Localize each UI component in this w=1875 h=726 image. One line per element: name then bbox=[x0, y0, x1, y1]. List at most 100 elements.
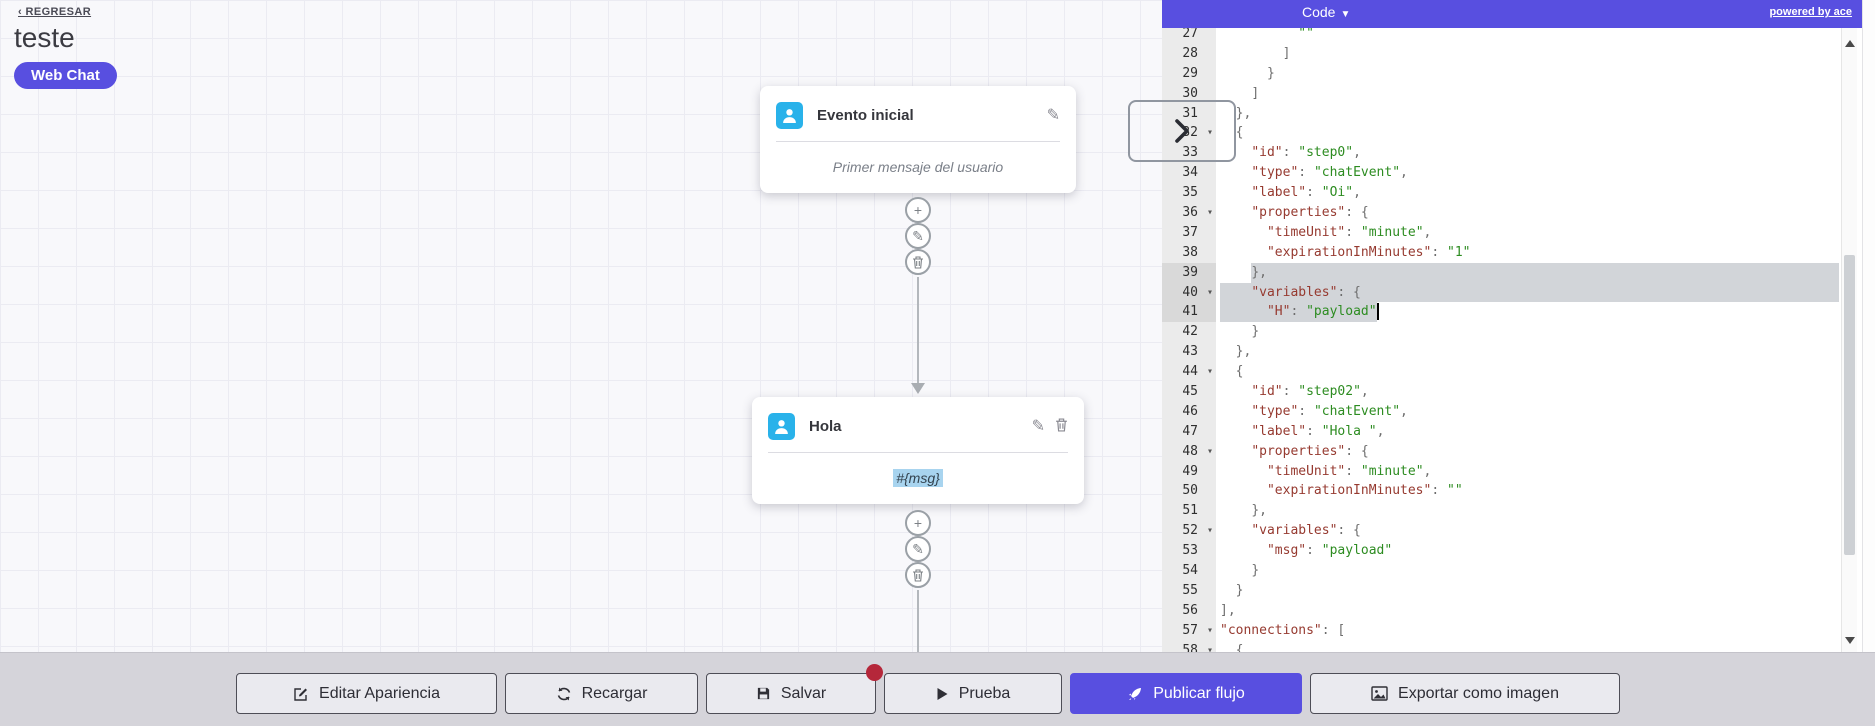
image-icon bbox=[1371, 686, 1388, 701]
button-label: Publicar flujo bbox=[1153, 684, 1245, 702]
gutter-line-number: 49 bbox=[1182, 463, 1198, 479]
code-line: { bbox=[1235, 125, 1244, 141]
fold-toggle-icon[interactable]: ▾ bbox=[1206, 644, 1213, 652]
gutter-line-number: 58▾ bbox=[1162, 641, 1216, 652]
code-line: "id": "step02", bbox=[1251, 384, 1369, 400]
editor-scrollbar[interactable] bbox=[1841, 28, 1857, 652]
variable-token: #{msg} bbox=[893, 469, 943, 487]
page-scrollbar[interactable] bbox=[1862, 0, 1875, 652]
delete-connection-button[interactable] bbox=[905, 562, 931, 588]
node-title: Hola bbox=[809, 418, 842, 435]
code-line: } bbox=[1235, 582, 1244, 598]
editor-collapse-handle[interactable] bbox=[1128, 100, 1236, 162]
gutter-line-number: 33 bbox=[1182, 145, 1198, 161]
flow-name: teste bbox=[14, 22, 75, 53]
code-line: { bbox=[1235, 642, 1244, 652]
exportar-como-imagen-button[interactable]: Exportar como imagen bbox=[1310, 673, 1620, 714]
code-line: "variables": { bbox=[1216, 282, 1841, 303]
fold-toggle-icon[interactable]: ▾ bbox=[1206, 624, 1213, 636]
text-cursor bbox=[1376, 303, 1379, 321]
text-selection bbox=[1220, 302, 1377, 323]
refresh-icon bbox=[556, 686, 572, 702]
publicar-flujo-button[interactable]: Publicar flujo bbox=[1070, 673, 1302, 714]
gutter-line-number: 29 bbox=[1182, 65, 1198, 81]
gutter-line-number: 43 bbox=[1182, 344, 1198, 360]
back-link[interactable]: ‹ REGRESAR bbox=[18, 6, 92, 18]
gutter-line-number: 50 bbox=[1182, 483, 1198, 499]
editar-apariencia-button[interactable]: Editar Apariencia bbox=[236, 673, 497, 714]
gutter-line-number: 28 bbox=[1182, 45, 1198, 61]
fold-toggle-icon[interactable]: ▾ bbox=[1206, 127, 1213, 139]
code-line: ] bbox=[1282, 45, 1291, 61]
gutter-line-number: 48▾ bbox=[1162, 442, 1216, 462]
code-line: { bbox=[1235, 364, 1244, 380]
button-label: Recargar bbox=[581, 684, 648, 702]
code-line: }, bbox=[1235, 105, 1252, 121]
code-line: "timeUnit": "minute", bbox=[1266, 463, 1432, 479]
node-title: Evento inicial bbox=[817, 107, 914, 124]
node-body-text: Primer mensaje del usuario bbox=[832, 159, 1004, 175]
flow-canvas[interactable]: ‹ REGRESAR teste Web Chat Evento inicial… bbox=[0, 0, 1162, 652]
code-line: ], bbox=[1220, 602, 1236, 618]
node-evento-inicial[interactable]: Evento inicial ✎ Primer mensaje del usua… bbox=[760, 86, 1076, 193]
code-area[interactable]: "" ] } ] }, { "id": "step0", "type": "ch… bbox=[1216, 0, 1841, 652]
play-icon bbox=[936, 687, 949, 701]
fold-toggle-icon[interactable]: ▾ bbox=[1206, 525, 1213, 537]
scroll-down-arrow-icon[interactable] bbox=[1845, 637, 1855, 644]
chevron-right-icon bbox=[1174, 119, 1189, 143]
channel-badge: Web Chat bbox=[14, 62, 117, 89]
unsaved-changes-badge bbox=[866, 664, 883, 681]
gutter-line-number: 56 bbox=[1182, 602, 1198, 618]
editor-mode-dropdown[interactable]: Code▼ bbox=[1302, 4, 1351, 20]
delete-connection-button[interactable] bbox=[905, 249, 931, 275]
gutter-line-number: 38 bbox=[1182, 244, 1198, 260]
toolbar-buttons: Editar Apariencia Recargar Salvar Prueba Pub… bbox=[236, 673, 1620, 714]
edit-connection-button[interactable]: ✎ bbox=[905, 223, 931, 249]
code-line: "expirationInMinutes": "" bbox=[1266, 483, 1463, 499]
powered-by-ace-link[interactable]: powered by ace bbox=[1769, 6, 1852, 18]
gutter-line-number: 44▾ bbox=[1162, 362, 1216, 382]
prueba-button[interactable]: Prueba bbox=[884, 673, 1062, 714]
editor-header: Code▼ powered by ace bbox=[1162, 0, 1862, 28]
recargar-button[interactable]: Recargar bbox=[505, 673, 698, 714]
code-line: ] bbox=[1251, 85, 1260, 101]
edit-connection-button[interactable]: ✎ bbox=[905, 536, 931, 562]
rocket-icon bbox=[1127, 686, 1143, 702]
scroll-up-arrow-icon[interactable] bbox=[1845, 40, 1855, 47]
chevron-down-icon: ▼ bbox=[1340, 9, 1351, 20]
node-hola[interactable]: Hola ✎ #{msg} bbox=[752, 397, 1084, 504]
edit-node-icon[interactable]: ✎ bbox=[1031, 417, 1045, 435]
salvar-button[interactable]: Salvar bbox=[706, 673, 876, 714]
node-header: Evento inicial ✎ bbox=[760, 86, 1076, 129]
button-label: Prueba bbox=[958, 684, 1011, 702]
gutter-line-number: 45 bbox=[1182, 384, 1198, 400]
node-header: Hola ✎ bbox=[752, 397, 1084, 440]
gutter-line-number: 34 bbox=[1182, 165, 1198, 181]
button-label: Salvar bbox=[780, 684, 827, 702]
divider bbox=[776, 141, 1060, 142]
code-line: "variables": { bbox=[1251, 523, 1361, 539]
gutter-line-number: 40▾ bbox=[1162, 282, 1216, 303]
code-line: "expirationInMinutes": "1" bbox=[1266, 244, 1471, 260]
edit-node-icon[interactable]: ✎ bbox=[1046, 106, 1060, 124]
fold-toggle-icon[interactable]: ▾ bbox=[1206, 207, 1213, 219]
code-line: "label": "Hola ", bbox=[1251, 423, 1385, 439]
bottom-toolbar: Editar Apariencia Recargar Salvar Prueba Pub… bbox=[0, 652, 1875, 726]
code-line: "timeUnit": "minute", bbox=[1266, 224, 1432, 240]
add-step-button[interactable]: + bbox=[905, 197, 931, 223]
connection-line bbox=[917, 277, 919, 383]
code-line: }, bbox=[1216, 262, 1841, 283]
gutter-line-number: 52▾ bbox=[1162, 521, 1216, 541]
user-icon bbox=[776, 102, 803, 129]
fold-toggle-icon[interactable]: ▾ bbox=[1206, 366, 1213, 378]
edit-square-icon bbox=[293, 686, 309, 702]
scrollbar-thumb[interactable] bbox=[1844, 255, 1855, 555]
code-line: "id": "step0", bbox=[1251, 145, 1361, 161]
add-step-button[interactable]: + bbox=[905, 510, 931, 536]
fold-toggle-icon[interactable]: ▾ bbox=[1206, 445, 1213, 457]
fold-toggle-icon[interactable]: ▾ bbox=[1206, 286, 1213, 298]
gutter-line-number: 55 bbox=[1182, 582, 1198, 598]
delete-node-icon[interactable] bbox=[1055, 417, 1068, 436]
